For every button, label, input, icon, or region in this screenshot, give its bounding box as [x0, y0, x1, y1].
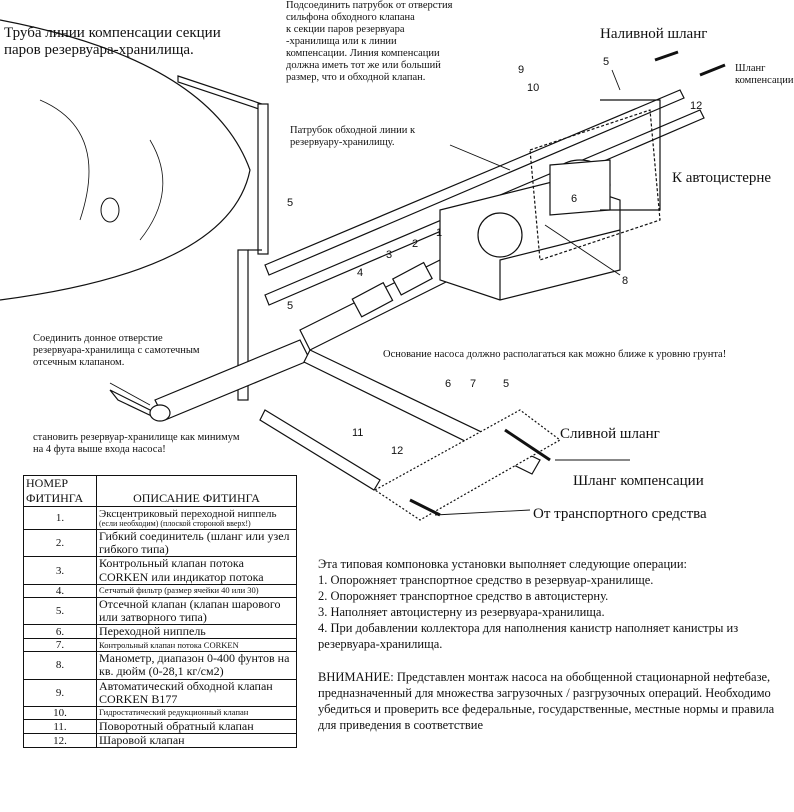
drain-hose-label: Сливной шланг — [560, 426, 660, 442]
fitting-number: 4. — [23, 583, 97, 598]
fitting-number: 1. — [23, 506, 97, 530]
header-description: ОПИСАНИЕ ФИТИНГА — [96, 475, 297, 507]
table-row: 7. Контрольный клапан потока CORKEN — [23, 638, 297, 653]
fitting-description: Гибкий соединитель (шланг или узел гибко… — [96, 528, 297, 558]
callout-5a: 5 — [287, 197, 294, 209]
fitting-description: Поворотный обратный клапан — [96, 719, 297, 735]
table-row: 9. Автоматический обходной клапан CORKEN… — [23, 678, 297, 708]
bottom-connection-label: Соединить донное отверстие резервуара-хр… — [33, 333, 200, 369]
table-row: 6. Переходной ниппель — [23, 624, 297, 640]
fitting-description: Шаровой клапан — [96, 733, 297, 749]
tank-height-note-label: становить резервуар-хранилище как миниму… — [33, 432, 240, 456]
table-row: 2. Гибкий соединитель (шланг или узел ги… — [23, 528, 297, 558]
callout-7: 7 — [470, 378, 477, 390]
fitting-description-note: (если необходим) (плоской стороной вверх… — [99, 519, 251, 529]
operation-item: 1. Опорожняет транспортное средство в ре… — [318, 573, 654, 587]
callout-4: 4 — [357, 267, 364, 279]
callout-6b: 6 — [445, 378, 452, 390]
callout-5b: 5 — [287, 300, 294, 312]
fitting-description: Автоматический обходной клапан CORKEN B1… — [96, 678, 297, 708]
fittings-table: НОМЕР ФИТИНГА ОПИСАНИЕ ФИТИНГА 1. Эксцен… — [23, 475, 297, 749]
fitting-number: 3. — [23, 556, 97, 585]
operation-item: 2. Опорожняет транспортное средство в ав… — [318, 589, 609, 603]
storage-tank — [0, 19, 251, 301]
warning-note: ВНИМАНИЕ: Представлен монтаж насоса на о… — [318, 670, 775, 732]
fitting-number: 10. — [23, 706, 97, 721]
tanker-platform — [529, 109, 661, 261]
fitting-number: 7. — [23, 638, 97, 653]
fitting-description-text: Эксцентриковый переходной ниппель — [99, 508, 277, 520]
fitting-number: 8. — [23, 651, 97, 680]
operation-item: 4. При добавлении коллектора для наполне… — [318, 621, 739, 651]
fitting-number: 9. — [23, 678, 97, 708]
fitting-number: 2. — [23, 528, 97, 558]
vapor-hose-bottom-label: Шланг компенсации — [573, 473, 704, 489]
fitting-number: 6. — [23, 624, 97, 640]
fitting-number: 11. — [23, 719, 97, 735]
callout-2: 2 — [412, 238, 419, 250]
bypass-note-label: Подсоединить патрубок от отверстия сильф… — [286, 0, 453, 84]
table-row: 12. Шаровой клапан — [23, 733, 297, 749]
callout-5d: 5 — [503, 378, 510, 390]
callout-12a: 12 — [391, 445, 404, 457]
fitting-description: Сетчатый фильтр (размер ячейки 40 или 30… — [96, 583, 297, 598]
table-header-row: НОМЕР ФИТИНГА ОПИСАНИЕ ФИТИНГА — [23, 475, 297, 507]
callout-12b: 12 — [690, 100, 703, 112]
callout-9: 9 — [518, 64, 525, 76]
table-row: 10. Гидростатический редукционный клапан — [23, 706, 297, 721]
operations-intro: Эта типовая компоновка установки выполня… — [318, 557, 688, 571]
vapor-hose-top-label: Шланг компенсации — [735, 63, 794, 87]
fitting-description: Эксцентриковый переходной ниппель (если … — [96, 506, 297, 530]
fitting-description: Контрольный клапан потока CORKEN — [96, 638, 297, 653]
table-row: 8. Манометр, диапазон 0-400 фунтов на кв… — [23, 651, 297, 680]
operation-item: 3. Наполняет автоцистерну из резервуара-… — [318, 605, 605, 619]
pump-base-note-label: Основание насоса должно располагаться ка… — [383, 349, 727, 360]
fitting-description: Манометр, диапазон 0-400 фунтов на кв. д… — [96, 651, 297, 680]
fitting-number: 12. — [23, 733, 97, 749]
callout-10: 10 — [527, 82, 540, 94]
vapor-return-pipe — [177, 75, 269, 401]
bypass-return-note-label: Патрубок обходной линии к резервуару-хра… — [290, 125, 416, 149]
fitting-description: Гидростатический редукционный клапан — [96, 706, 297, 721]
table-row: 11. Поворотный обратный клапан — [23, 719, 297, 735]
callout-11: 11 — [352, 427, 364, 439]
table-row: 5. Отсечной клапан (клапан шарового или … — [23, 596, 297, 626]
callout-1: 1 — [436, 227, 443, 239]
callout-5c: 5 — [603, 56, 610, 68]
from-vehicle-label: От транспортного средства — [533, 506, 707, 522]
callout-3: 3 — [386, 249, 393, 261]
fitting-description: Отсечной клапан (клапан шарового или зат… — [96, 596, 297, 626]
vapor-return-line-label: Труба линии компенсации секции паров рез… — [4, 25, 221, 59]
fill-hose-label: Наливной шланг — [600, 26, 708, 42]
pump-assembly — [439, 99, 661, 301]
fitting-description: Контрольный клапан потока CORKEN или инд… — [96, 556, 297, 585]
table-row: 4. Сетчатый фильтр (размер ячейки 40 или… — [23, 583, 297, 598]
operations-list: Эта типовая компоновка установки выполня… — [318, 556, 778, 652]
callout-6a: 6 — [571, 193, 578, 205]
to-tanker-label: К автоцистерне — [672, 170, 772, 186]
callout-8: 8 — [622, 275, 629, 287]
table-row: 1. Эксцентриковый переходной ниппель (ес… — [23, 506, 297, 530]
fitting-description: Переходной ниппель — [96, 624, 297, 640]
header-number: НОМЕР ФИТИНГА — [23, 475, 97, 507]
fitting-number: 5. — [23, 596, 97, 626]
table-row: 3. Контрольный клапан потока CORKEN или … — [23, 556, 297, 585]
